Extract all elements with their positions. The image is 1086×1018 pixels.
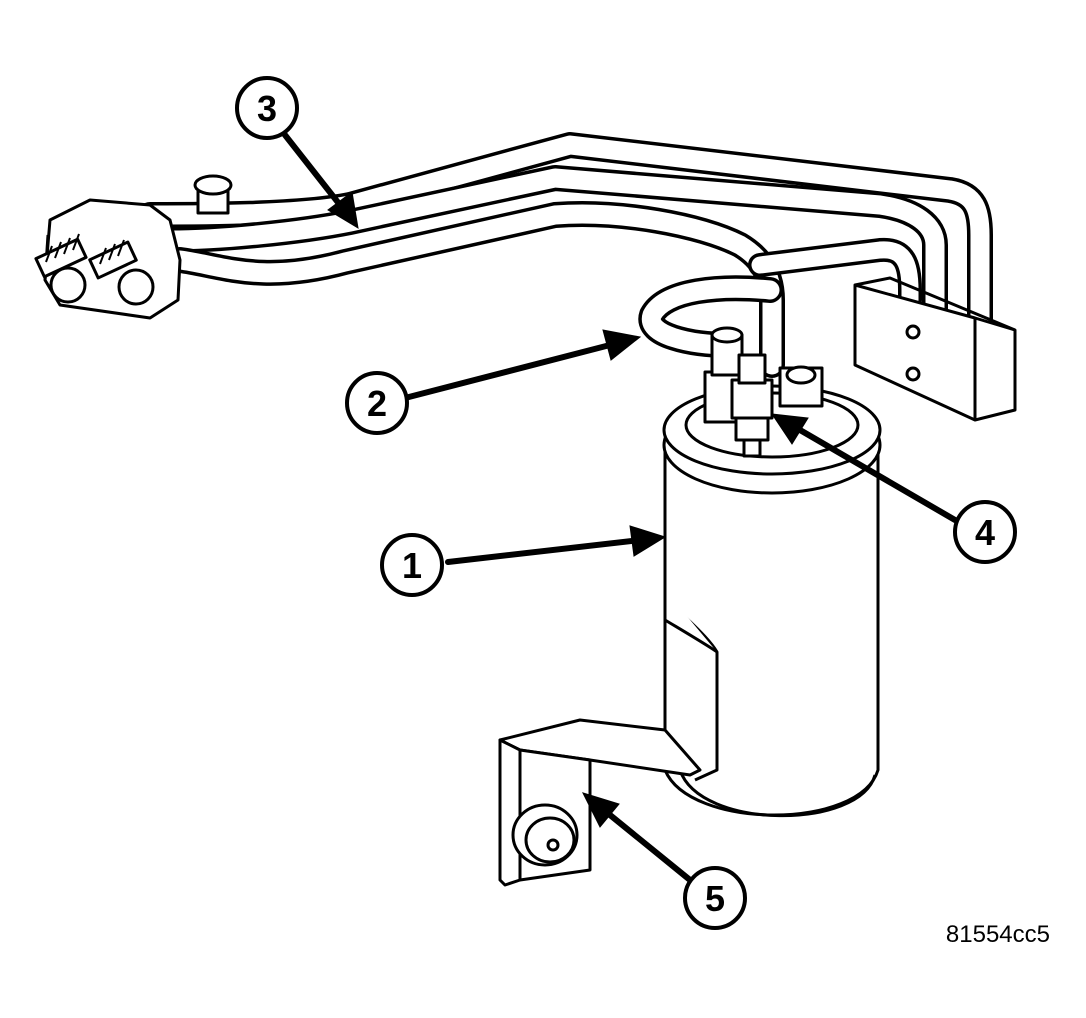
callout-number: 2 xyxy=(367,383,387,424)
callout-number: 5 xyxy=(705,878,725,919)
callout-circle xyxy=(380,533,444,597)
mounting-bracket xyxy=(498,718,702,887)
callout-3: 3 xyxy=(235,76,299,140)
callout-circle xyxy=(953,500,1017,564)
figure-id-label: 81554cc5 xyxy=(946,921,1050,948)
arrow-head-3 xyxy=(327,191,359,229)
compressor-flange xyxy=(34,174,233,320)
callout-circle xyxy=(683,866,747,930)
receiver-drier-body xyxy=(662,384,882,818)
callout-2: 2 xyxy=(345,371,409,435)
callout-number: 4 xyxy=(975,512,995,553)
drier-fittings xyxy=(703,326,824,458)
arrow-head-5 xyxy=(582,792,620,828)
callout-1: 1 xyxy=(380,533,444,597)
callout-number: 1 xyxy=(402,545,422,586)
callout-4: 4 xyxy=(953,500,1017,564)
arrow-head-2 xyxy=(602,329,642,361)
callout-5: 5 xyxy=(683,866,747,930)
callout-circle xyxy=(235,76,299,140)
service-port-cap xyxy=(193,174,233,215)
arrow-head-1 xyxy=(629,525,667,557)
callout-arrows xyxy=(282,132,958,883)
callout-circle xyxy=(345,371,409,435)
arrow-head-4 xyxy=(770,413,809,445)
line-manifold-block xyxy=(853,276,1017,422)
callout-number: 3 xyxy=(257,88,277,129)
